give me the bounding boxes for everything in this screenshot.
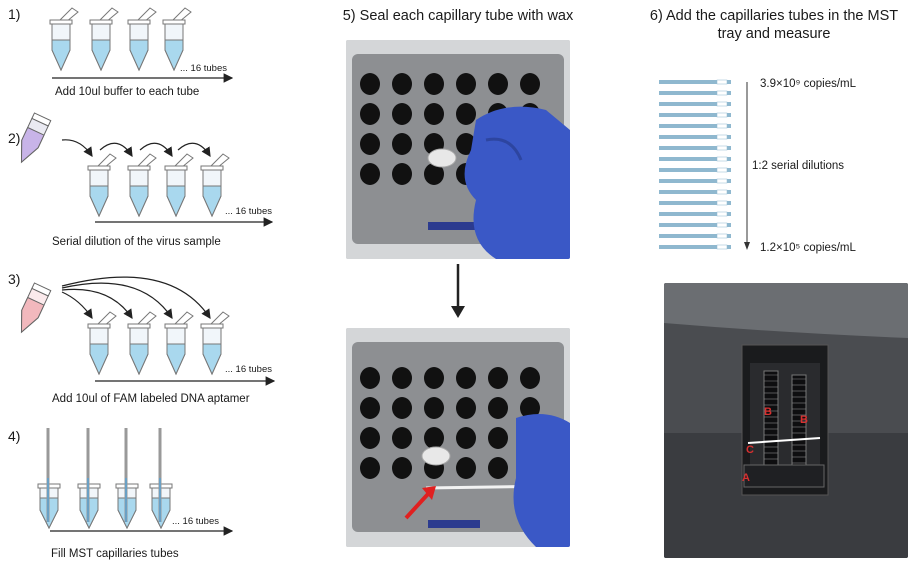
capillary-bar xyxy=(659,157,731,161)
mixed-tube xyxy=(200,311,230,376)
tray-label-a: A xyxy=(742,472,750,484)
dilution-label: 1:2 serial dilutions xyxy=(752,160,845,172)
step-1-tubes xyxy=(49,7,192,72)
red-arrow-head xyxy=(422,486,436,500)
glove-shape-top xyxy=(464,106,570,259)
step-4-tube-note: ... 16 tubes xyxy=(172,516,220,527)
capillary-bar xyxy=(659,212,731,216)
capillary-bar xyxy=(659,168,731,172)
step-1-caption: Add 10ul buffer to each tube xyxy=(55,86,200,98)
capillary-bar xyxy=(659,223,731,227)
capillary-bar xyxy=(659,91,731,95)
bottom-concentration-label: 1.2×10⁵ copies/mL xyxy=(760,242,856,254)
capillary-bar xyxy=(659,234,731,238)
capillary-bar xyxy=(659,146,731,150)
capillary-bar xyxy=(659,80,731,84)
capillary-filled-tube xyxy=(149,428,173,530)
step-2-tubes xyxy=(87,153,230,218)
mst-tray-photo: B B C A xyxy=(664,283,908,558)
mixed-tube xyxy=(127,311,157,376)
tray-label-b2: B xyxy=(800,414,808,426)
mixed-tube xyxy=(164,311,194,376)
tray-label-c: C xyxy=(746,444,754,456)
capillary-bar xyxy=(659,179,731,183)
capillary-bar xyxy=(659,124,731,128)
capillary-bar xyxy=(659,113,731,117)
diluted-tube xyxy=(87,153,117,218)
mixed-tube xyxy=(87,311,117,376)
step-1-number: 1) xyxy=(8,6,21,22)
step-3-tube-note: ... 16 tubes xyxy=(225,364,273,375)
buffer-tube xyxy=(162,7,192,72)
step-2-tube-note: ... 16 tubes xyxy=(225,206,273,217)
step-4-number: 4) xyxy=(8,428,21,444)
capillary-bar xyxy=(659,245,731,249)
step-4-tubes xyxy=(37,428,173,530)
aptamer-tube xyxy=(20,282,52,334)
diluted-tube xyxy=(200,153,230,218)
capillary-filled-tube xyxy=(77,428,101,530)
buffer-tube xyxy=(89,7,119,72)
capillary-filled-tube xyxy=(37,428,61,530)
left-steps-illustration xyxy=(20,7,276,536)
down-arrow xyxy=(451,264,465,318)
step-4-caption: Fill MST capillaries tubes xyxy=(51,548,179,560)
capillary-bar xyxy=(659,201,731,205)
capillary-bar xyxy=(659,190,731,194)
red-arrow-shaft xyxy=(404,492,430,520)
diluted-tube xyxy=(127,153,157,218)
wax-seal-photo-top xyxy=(346,40,570,259)
wax-seal-photo-bottom xyxy=(346,328,570,547)
capillary-stack xyxy=(659,79,750,250)
capillary-bar xyxy=(659,135,731,139)
step-6-title-line2: tray and measure xyxy=(717,26,831,42)
step-3-caption: Add 10ul of FAM labeled DNA aptamer xyxy=(52,393,250,405)
glove-shape-bottom xyxy=(513,414,570,547)
step-3-tubes xyxy=(87,311,230,376)
capillary-filled-tube xyxy=(115,428,139,530)
step-6-title: 6) Add the capillaries tubes in the MST … xyxy=(632,7,916,43)
step-6-title-line1: 6) Add the capillaries tubes in the MST xyxy=(649,8,899,24)
step-3-number: 3) xyxy=(8,271,21,287)
step-2-number: 2) xyxy=(8,130,21,146)
top-concentration-label: 3.9×10⁹ copies/mL xyxy=(760,78,857,90)
buffer-tube xyxy=(49,7,79,72)
buffer-tube xyxy=(127,7,157,72)
tray-label-b1: B xyxy=(764,406,772,418)
step-1-tube-note: ... 16 tubes xyxy=(180,63,228,74)
virus-tube xyxy=(20,112,52,164)
diluted-tube xyxy=(164,153,194,218)
step-5-title: 5) Seal each capillary tube with wax xyxy=(342,8,574,24)
step-2-caption: Serial dilution of the virus sample xyxy=(52,236,221,248)
capillary-bar xyxy=(659,102,731,106)
